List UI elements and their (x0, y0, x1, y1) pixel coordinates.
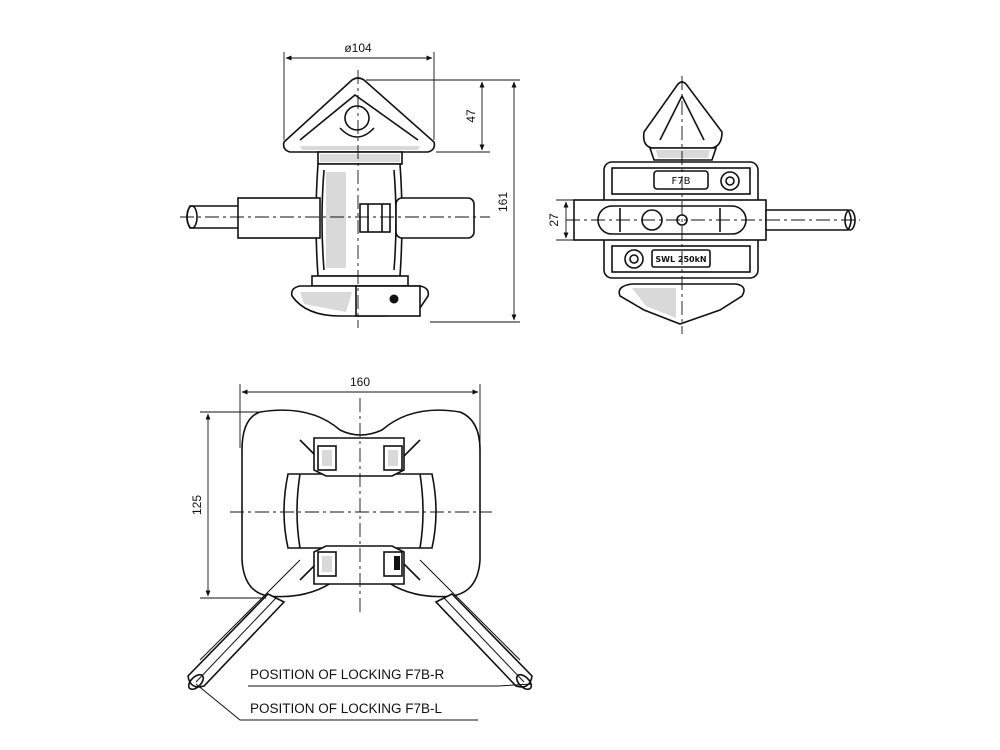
dim-bar-height: 27 (547, 213, 561, 227)
plate-model (653, 170, 709, 190)
dim-top-width: ø104 (344, 41, 372, 55)
dim-plan-width: 160 (350, 375, 370, 389)
plate-rating (651, 249, 711, 268)
plate-model-text: F7B (672, 176, 691, 187)
plan-view: 160 125 POSITION OF LOCKING F7B-R POSITI… (187, 375, 533, 721)
label-locking-r: POSITION OF LOCKING F7B-R (250, 667, 445, 682)
dim-total-height: 161 (496, 192, 510, 212)
dim-plan-height: 125 (190, 495, 204, 515)
front-view: ø104 47 161 (180, 41, 520, 328)
side-view: F7B SWL 250kN 27 (547, 76, 860, 334)
dim-cone-height: 47 (464, 109, 478, 123)
plate-rating-text: SWL 250kN (655, 255, 706, 264)
cone-hole (344, 105, 370, 131)
side-cone (642, 81, 723, 149)
label-locking-l: POSITION OF LOCKING F7B-L (250, 701, 443, 716)
